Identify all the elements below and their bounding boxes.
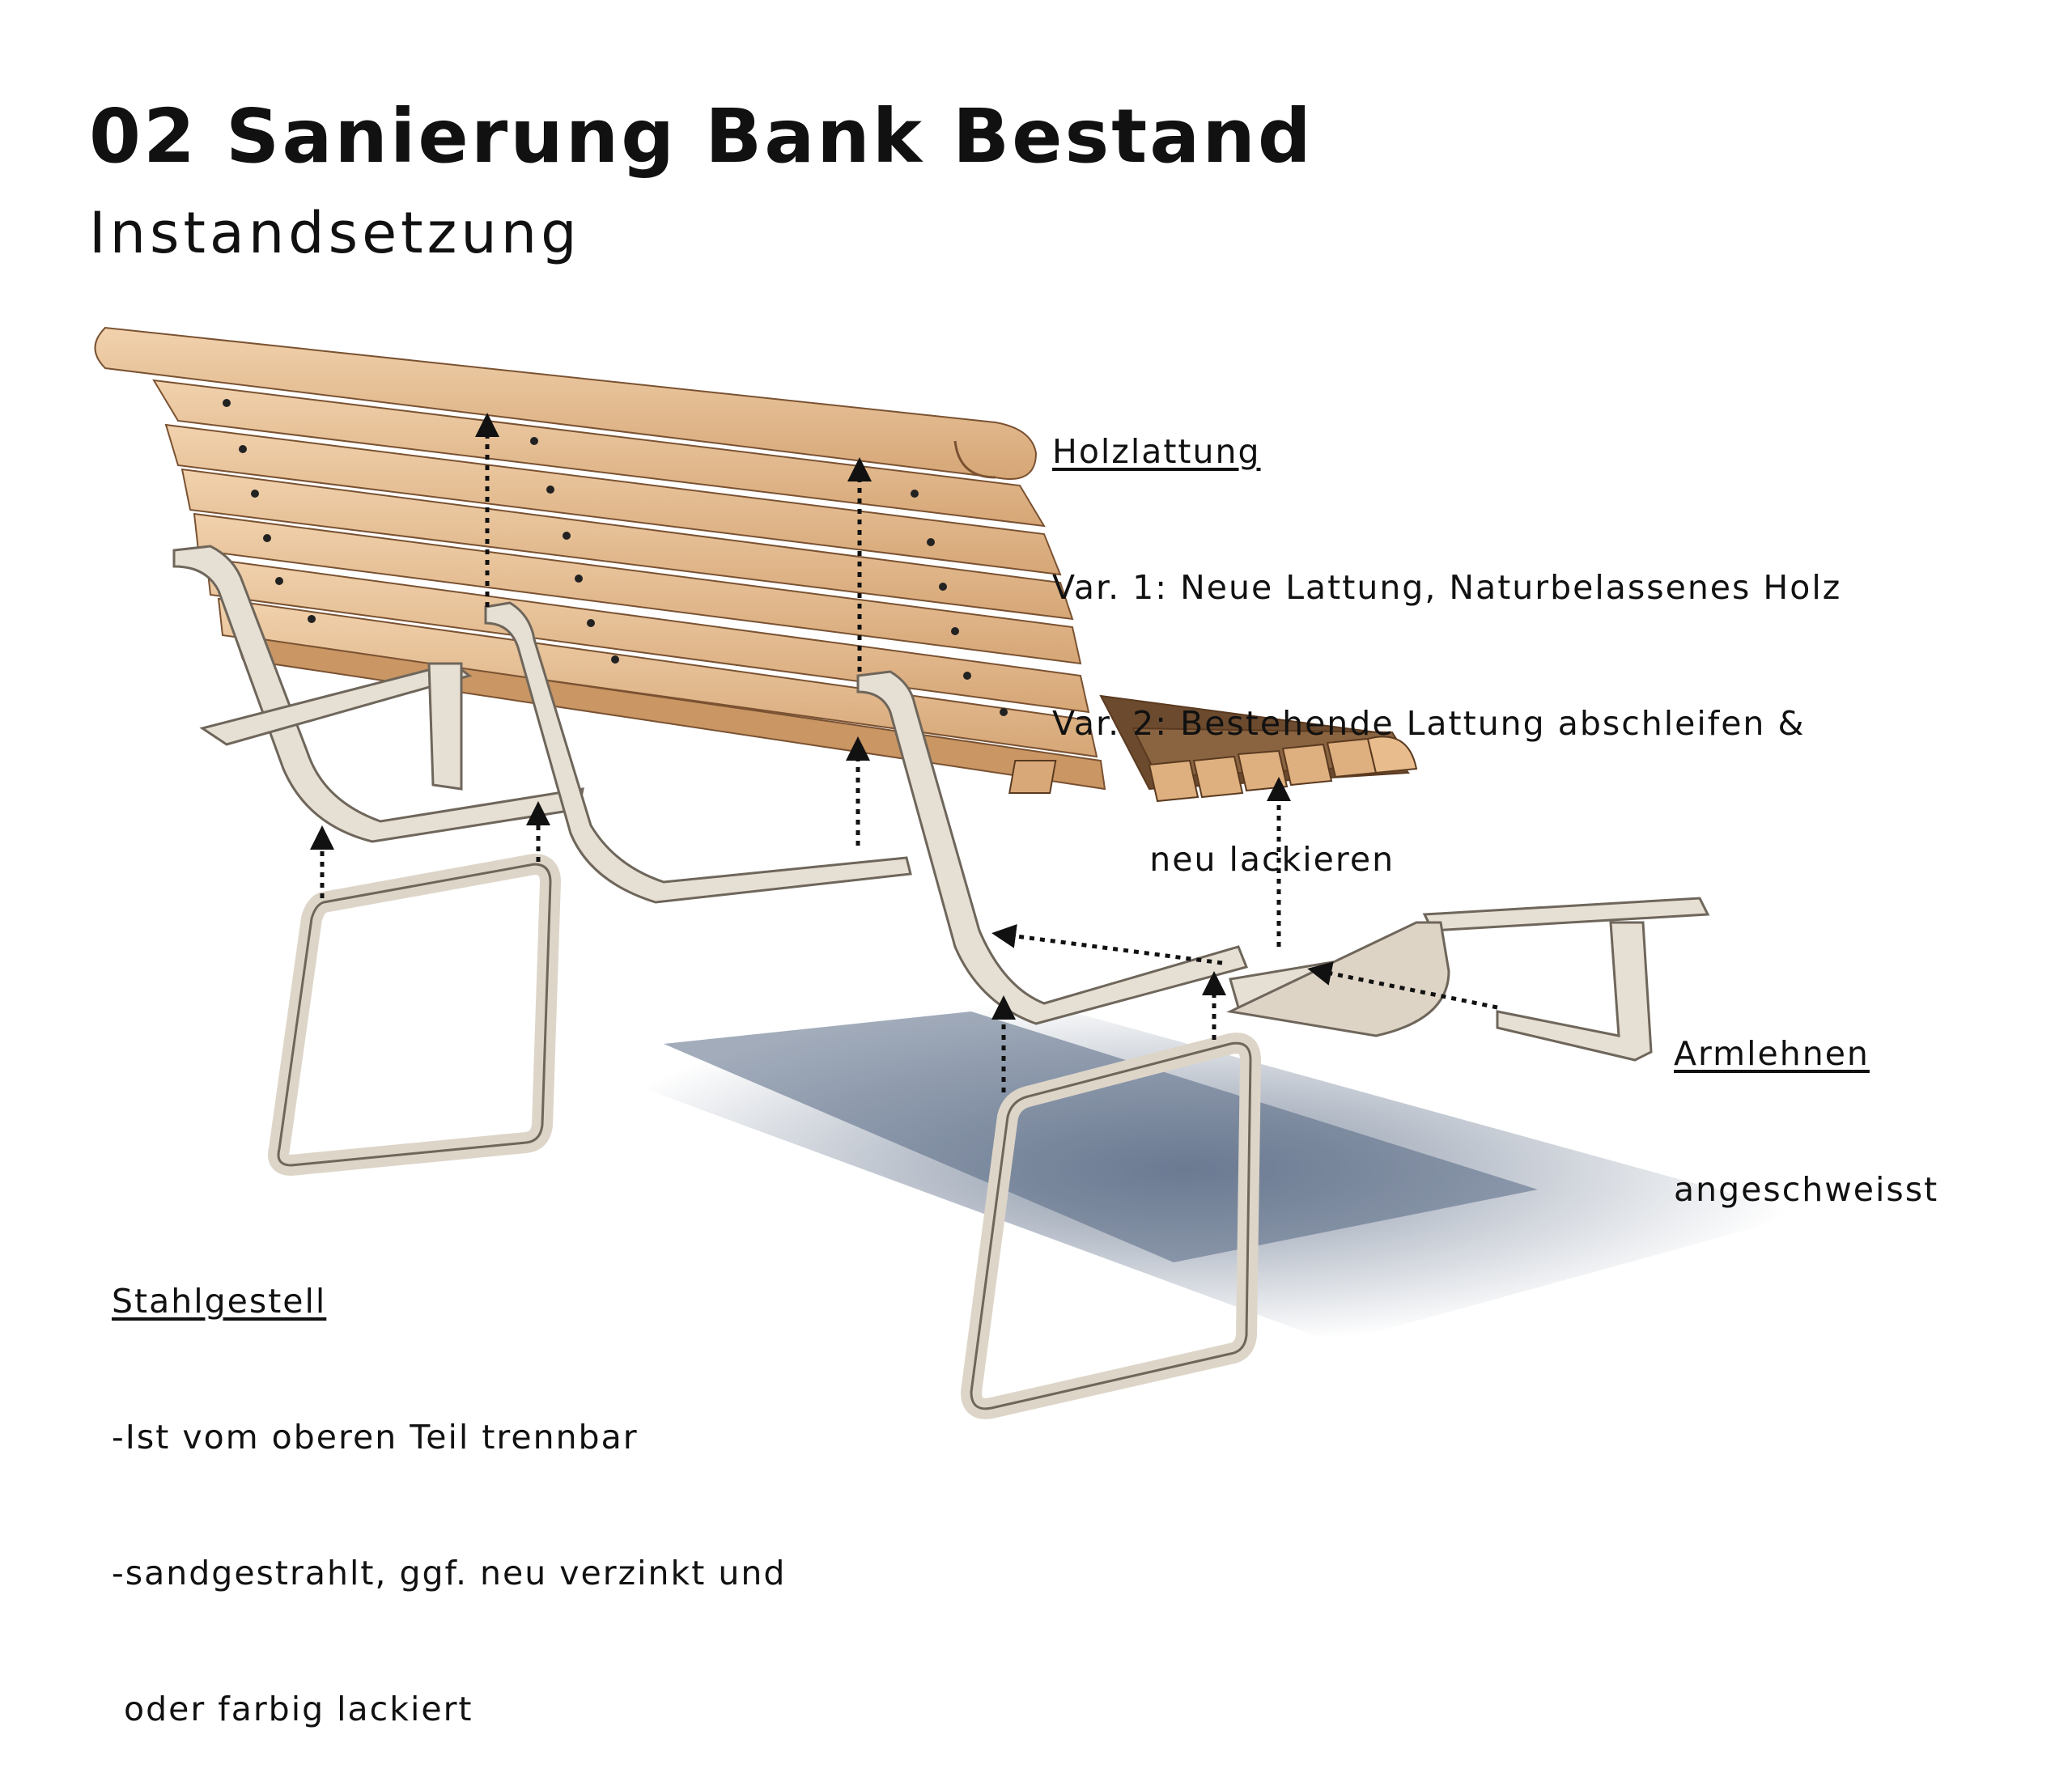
callout-holzlattung-line: Var. 2: Bestehende Lattung abschleifen & [1052,704,1806,743]
slat-screws [223,399,1008,716]
callout-armlehnen-line: angeschweisst [1674,1170,1939,1209]
callout-holzlattung-title: Holzlattung [1052,432,1261,471]
bench-exploded-diagram [94,326,1805,1419]
callout-stahlgestell: Stahlgestell -Ist vom oberen Teil trennb… [112,1188,786,1777]
callout-holzlattung-line: Var. 1: Neue Lattung, Naturbelassenes Ho… [1052,568,1842,607]
wood-top-rail [94,326,1038,480]
page-title: 02 Sanierung Bank Bestand [89,93,1314,180]
callout-holzlattung-line: neu lackieren [1052,840,1395,879]
armrest-part [1226,897,1710,1062]
callout-stahlgestell-title: Stahlgestell [112,1282,327,1321]
callout-stahlgestell-line: -sandgestrahlt, ggf. neu verzinkt und [112,1554,787,1593]
assembly-arrows [310,413,1498,1092]
page-subtitle: Instandsetzung [89,200,581,266]
callout-holzlattung: Holzlattung Var. 1: Neue Lattung, Naturb… [1052,338,1841,927]
ground-shadow [567,995,1805,1343]
callout-armlehnen-title: Armlehnen [1674,1034,1870,1073]
callout-armlehnen: Armlehnen angeschweisst [1674,940,1938,1257]
steel-leg-frames [268,853,1262,1419]
wood-slats-seat [1008,694,1418,803]
callout-stahlgestell-line: oder farbig lackiert [112,1690,473,1728]
callout-stahlgestell-line: -Ist vom oberen Teil trennbar [112,1418,639,1457]
